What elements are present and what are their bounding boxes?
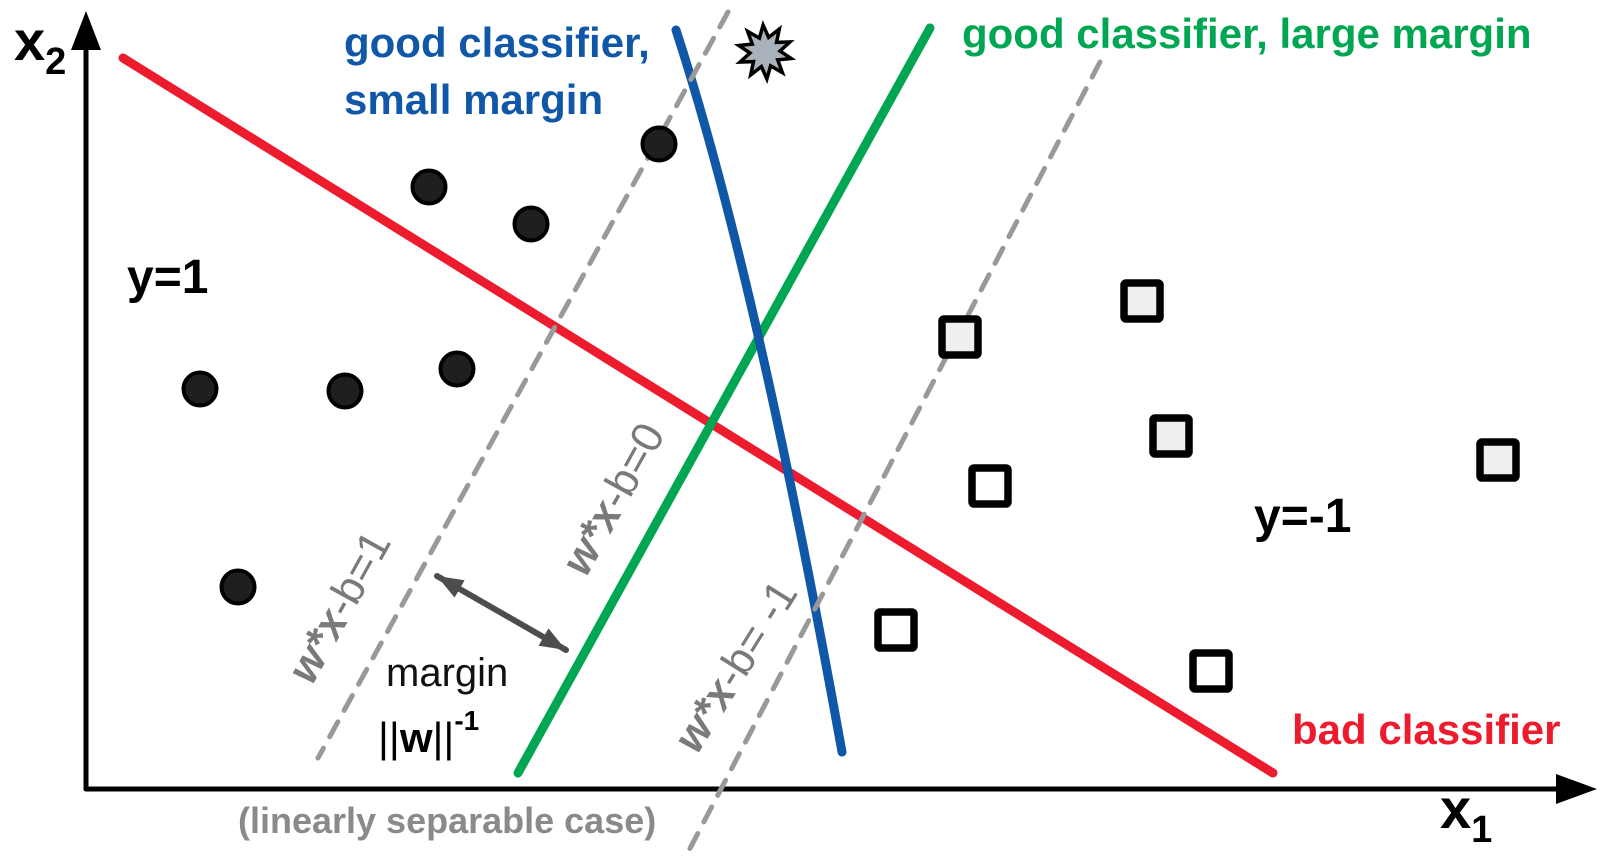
caption-linearly-separable: (linearly separable case): [238, 800, 656, 841]
positive-point: [438, 350, 476, 388]
positive-point: [640, 125, 678, 163]
axes-group: [71, 11, 1597, 804]
small-margin-classifier-label-line1: good classifier,: [344, 19, 650, 66]
positive-point: [410, 168, 448, 206]
x-axis-arrowhead-icon: [1556, 774, 1597, 804]
hyperplane-plus-one-label: w*x-b=1: [278, 523, 401, 691]
margin-word-label: margin: [386, 651, 508, 695]
negative-point: [874, 608, 918, 652]
margin-norm-w: w: [399, 714, 433, 761]
hyperplane-zero-label: w*x-b=0: [552, 415, 675, 583]
negative-point: [1149, 414, 1193, 458]
large-margin-classifier-line: [513, 23, 935, 778]
bad-classifier-line-group: [118, 53, 1278, 778]
margin-arrowhead-left-icon: [437, 576, 465, 598]
x-axis-label: x1: [1440, 777, 1492, 851]
bad-classifier-line: [118, 53, 1278, 778]
y-axis-label: x2: [14, 9, 66, 83]
y-axis-label-base: x: [14, 9, 45, 72]
negative-point: [1120, 279, 1164, 323]
hyperplane-minus-one-label-tail: -b= -1: [704, 572, 807, 696]
large-margin-classifier-label: good classifier, large margin: [962, 10, 1532, 57]
bad-classifier-label: bad classifier: [1292, 706, 1560, 753]
negative-point: [938, 315, 982, 359]
positive-point: [326, 372, 364, 410]
negative-class-label: y=-1: [1254, 490, 1351, 543]
negative-point: [1476, 438, 1520, 482]
margin-norm-open: ||: [378, 714, 400, 761]
margin-norm-close: ||: [433, 714, 455, 761]
positive-class-points-group: [181, 125, 678, 606]
margin-norm-exponent: -1: [454, 705, 479, 736]
outlier-star-group: [733, 19, 797, 85]
outlier-star-icon: [733, 19, 797, 85]
positive-point: [219, 568, 257, 606]
positive-point: [181, 370, 219, 408]
small-margin-classifier-line-group: [671, 25, 847, 757]
margin-arrowhead-right-icon: [538, 628, 566, 650]
x-axis-label-base: x: [1440, 777, 1471, 840]
negative-class-points-group: [874, 279, 1520, 693]
margin-boundary-plus-one-dashed-line: [315, 9, 731, 761]
positive-point: [512, 205, 550, 243]
negative-point: [968, 464, 1012, 508]
y-axis-label-sub: 2: [45, 41, 66, 83]
y-axis-arrowhead-icon: [71, 11, 101, 50]
x-axis-label-sub: 1: [1471, 809, 1492, 851]
hyperplane-minus-one-label: w*x-b= -1: [664, 572, 807, 761]
margin-boundary-minus-one-dashed-line: [682, 59, 1103, 861]
margin-boundary-dashes-group: [315, 9, 1103, 861]
small-margin-classifier-label-line2: small margin: [344, 76, 603, 123]
large-margin-classifier-line-group: [513, 23, 935, 778]
positive-class-label: y=1: [127, 251, 208, 304]
margin-arrow: [434, 573, 569, 653]
margin-norm-label: ||w||-1: [378, 705, 479, 761]
negative-point: [1189, 649, 1233, 693]
small-margin-classifier-line: [671, 25, 847, 757]
